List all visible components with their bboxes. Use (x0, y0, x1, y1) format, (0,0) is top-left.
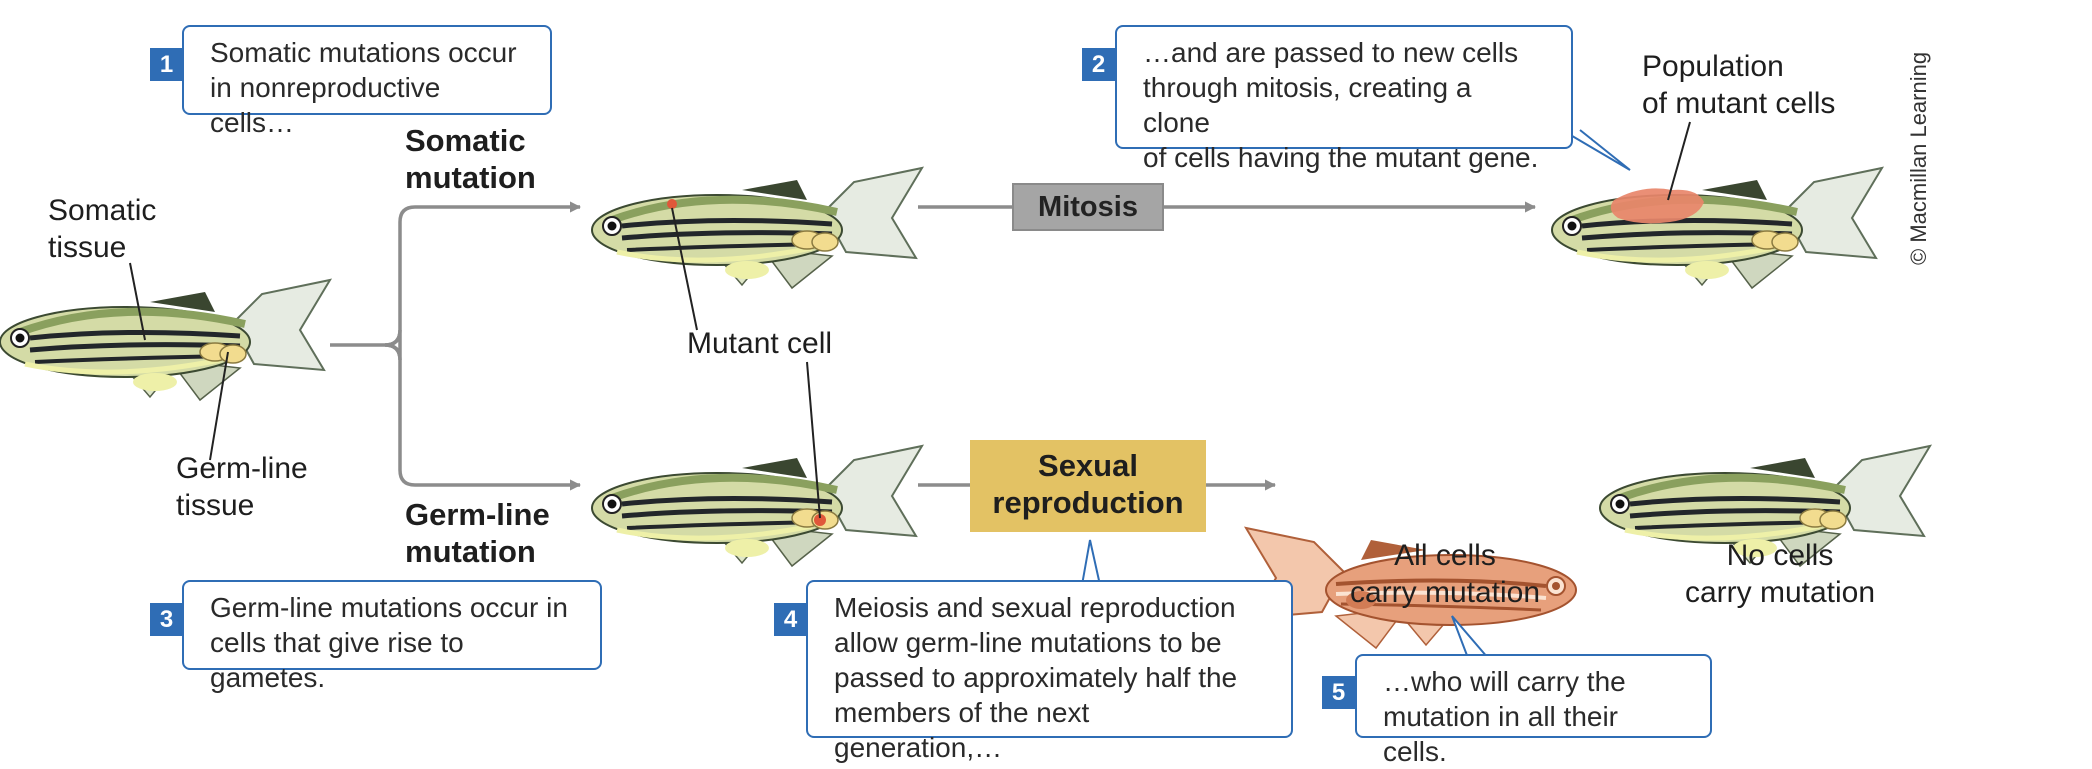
pointer-callout-4 (1081, 539, 1101, 586)
somatic-branch-arrow (384, 201, 582, 347)
flow-arrows (330, 201, 1537, 491)
callout-2-number: 2 (1082, 48, 1115, 81)
germline-branch-arrow (384, 343, 582, 491)
callout-5-number: 5 (1322, 676, 1355, 709)
fish-all-cells-mutant (1243, 526, 1577, 650)
callout-3-number: 3 (150, 603, 183, 636)
mutant-cell-leader-bottom (806, 361, 821, 519)
callout-pointers (1081, 129, 1631, 659)
mitosis-box: Mitosis (1012, 183, 1164, 231)
fish-germline-mutation (591, 444, 925, 568)
fish-somatic-mutation (591, 166, 925, 290)
mutant-cell-population (1610, 188, 1704, 224)
pointer-callout-2 (1561, 129, 1631, 171)
population-leader (1667, 121, 1691, 201)
fish-parent (0, 278, 333, 402)
germline-mutant-cell (814, 514, 826, 526)
mutant-cell-label: Mutant cell (687, 327, 833, 360)
callout-4-number: 4 (774, 603, 807, 636)
callout-1-number: 1 (150, 48, 183, 81)
copyright-credit: © Macmillan Learning (1906, 51, 1931, 265)
pointer-callout-5 (1451, 615, 1489, 659)
mutant-cell-leader-top (671, 207, 698, 331)
germline-tissue-leader (209, 351, 229, 461)
leader-lines (129, 121, 1691, 519)
fish-no-cells-mutant (1599, 444, 1933, 568)
somatic-mutant-cell (667, 199, 677, 209)
fish-mutant-population (1551, 166, 1885, 290)
somatic-tissue-leader (129, 262, 146, 341)
